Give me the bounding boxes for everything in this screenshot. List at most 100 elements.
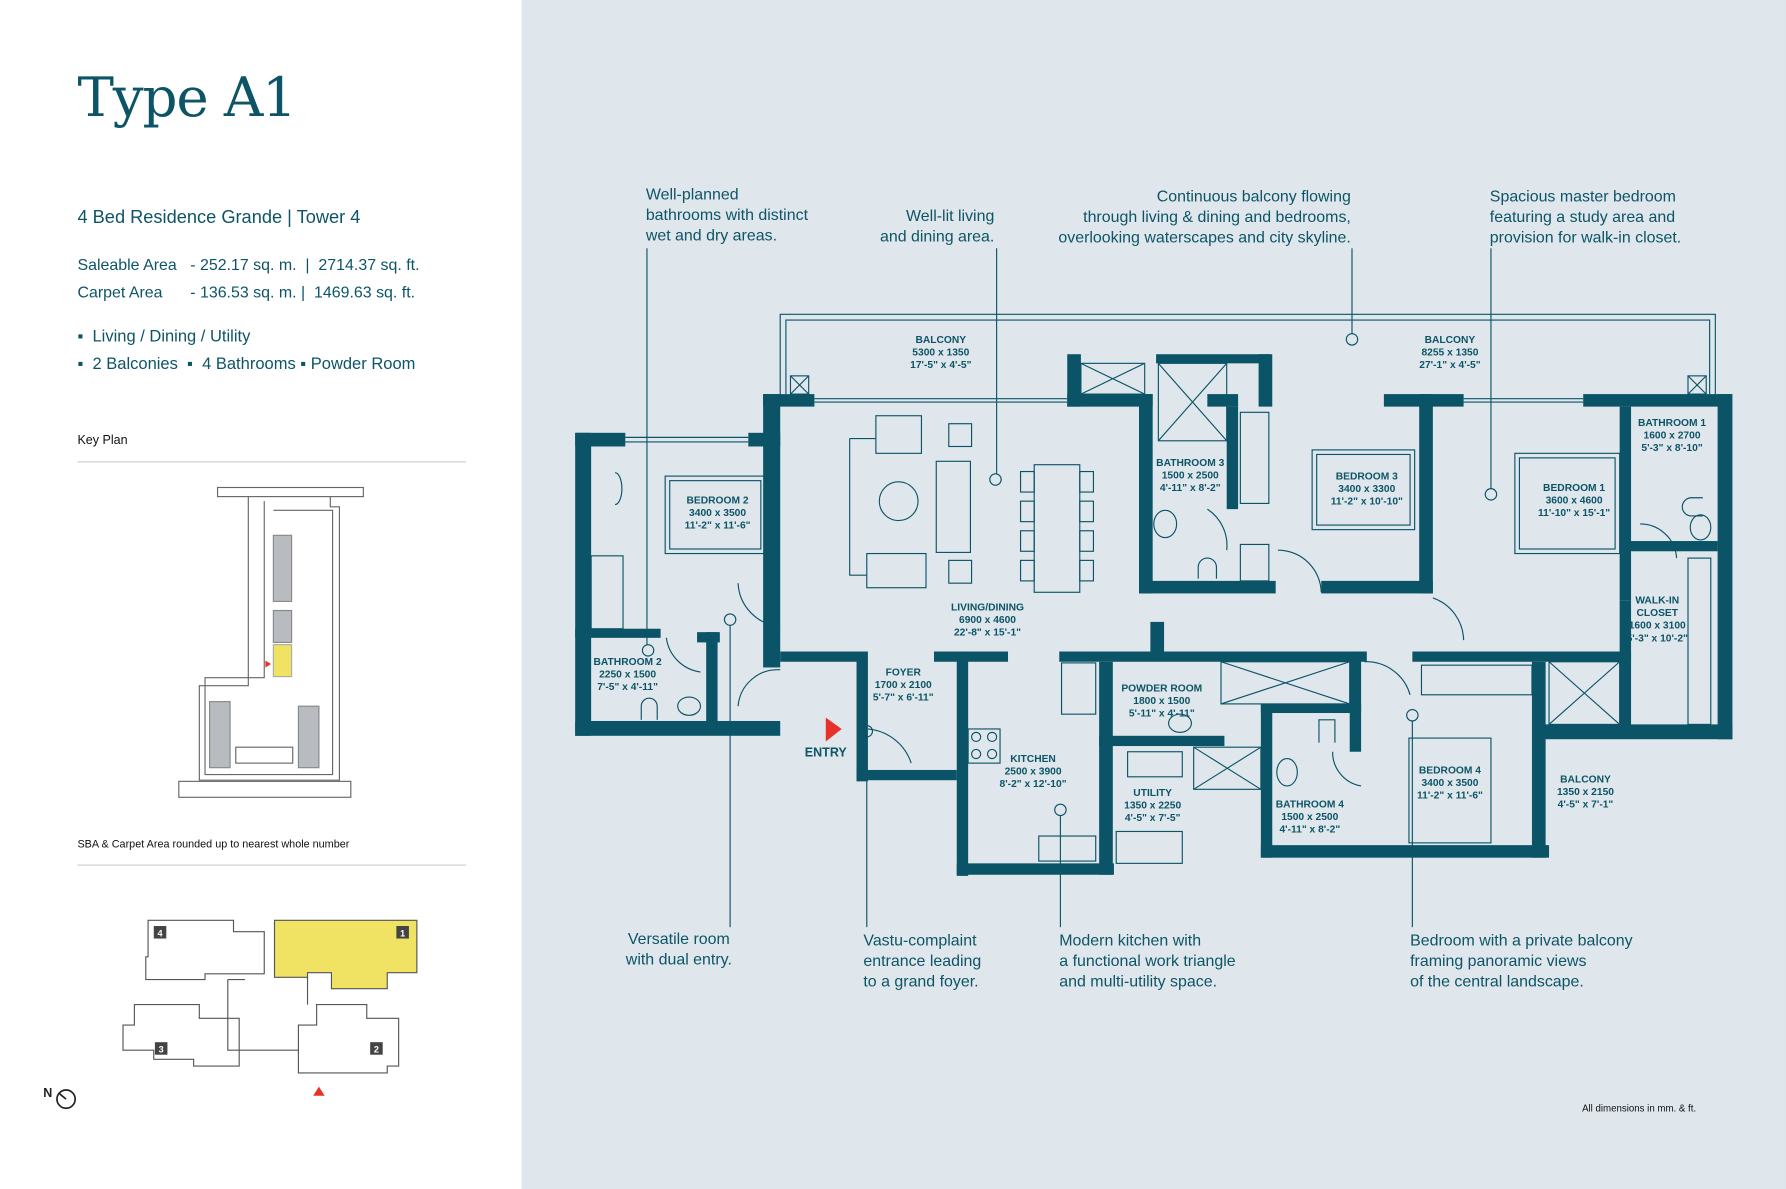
rounding-note: SBA & Carpet Area rounded up to nearest …	[77, 838, 350, 851]
dimensions-note: All dimensions in mm. & ft.	[1582, 1102, 1697, 1114]
room-name: BEDROOM 1	[1543, 483, 1605, 494]
room-mm: 3600 x 4600	[1546, 495, 1603, 506]
key-plan-drawings: 1 2 3 4 N	[43, 486, 418, 1110]
area-value: - 252.17 sq. m. | 2714.37 sq. ft.	[190, 255, 420, 274]
room-name: BEDROOM 2	[687, 495, 749, 506]
callout-leaders	[641, 248, 1498, 928]
divider	[77, 864, 466, 866]
room-ft: 8'-2" x 12'-10"	[1000, 779, 1067, 790]
callout-bathrooms: Well-planned bathrooms with distinct wet…	[645, 184, 809, 244]
unit-subtitle: 4 Bed Residence Grande | Tower 4	[77, 208, 361, 228]
room-mm: 2250 x 1500	[599, 670, 656, 681]
room-name: BATHROOM 3	[1156, 458, 1224, 469]
area-value: - 136.53 sq. m. | 1469.63 sq. ft.	[190, 282, 416, 301]
fixtures-and-furniture	[590, 362, 1712, 864]
room-mm: 3400 x 3300	[1338, 484, 1395, 495]
room-mm: 1600 x 2700	[1644, 431, 1701, 442]
room-ft: 11'-2" x 11'-6"	[1417, 790, 1483, 801]
room-mm: 1350 x 2150	[1557, 787, 1614, 798]
room-ft: 4'-5" x 7'-1"	[1558, 800, 1614, 811]
tower-plan: 1 2 3 4	[122, 919, 418, 1096]
room-name: BALCONY	[915, 335, 966, 346]
room-ft: 27'-1" x 4'-5"	[1419, 360, 1480, 371]
room-mm: 6900 x 4600	[959, 615, 1016, 626]
tower-number: 1	[400, 928, 405, 938]
room-ft: 5'-7" x 6'-11"	[873, 692, 934, 703]
room-mm: 2500 x 3900	[1005, 767, 1062, 778]
room-name: POWDER ROOM	[1121, 683, 1202, 694]
key-plan-location-marker	[265, 660, 272, 668]
room-ft: 5'-3" x 10'-2"	[1627, 633, 1688, 644]
room-name: UTILITY	[1133, 788, 1172, 799]
room-name: BALCONY	[1425, 335, 1476, 346]
room-name: BATHROOM 4	[1276, 800, 1344, 811]
tower-1	[273, 919, 418, 990]
room-name: FOYER	[886, 667, 922, 678]
floor-plan-panel	[521, 0, 1786, 1189]
room-name: BEDROOM 4	[1419, 765, 1481, 776]
room-mm: 1700 x 2100	[875, 680, 932, 691]
room-ft: 4'-11" x 8'-2"	[1160, 483, 1221, 494]
callout-kitchen: Modern kitchen with a functional work tr…	[1059, 930, 1236, 990]
room-name: BATHROOM 2	[594, 657, 662, 668]
room-ft: 22'-8" x 15'-1"	[954, 628, 1021, 639]
area-label: Saleable Area	[77, 255, 177, 274]
room-ft: 5'-11" x 4'-11"	[1129, 708, 1195, 719]
tower-number: 3	[159, 1044, 164, 1054]
north-compass-icon: N	[43, 1086, 77, 1110]
page-title: Type A1	[77, 66, 297, 130]
room-name: BALCONY	[1560, 774, 1611, 785]
room-ft: 4'-5" x 7'-5"	[1125, 813, 1181, 824]
room-ft: 4'-11" x 8'-2"	[1279, 825, 1340, 836]
entry-label: ENTRY	[805, 745, 848, 759]
entry-arrow-icon	[825, 717, 842, 742]
tower-2	[297, 1004, 400, 1074]
room-name: KITCHEN	[1010, 754, 1056, 765]
room-ft: 11'-10" x 15'-1"	[1538, 508, 1610, 519]
north-label: N	[43, 1086, 52, 1100]
tower-3	[122, 1004, 240, 1067]
room-mm: 1500 x 2500	[1162, 470, 1219, 481]
room-ft: 5'-3" x 8'-10"	[1641, 443, 1702, 454]
callout-balcony: Continuous balcony flowing through livin…	[1058, 186, 1351, 247]
area-label: Carpet Area	[77, 282, 163, 301]
room-ft: 11'-2" x 10'-10"	[1331, 497, 1403, 508]
callout-versatile-room: Versatile room with dual entry.	[625, 929, 732, 969]
saleable-area: Saleable Area - 252.17 sq. m. | 2714.37 s…	[77, 255, 419, 274]
room-name: CLOSET	[1636, 608, 1678, 619]
room-mm: 1800 x 1500	[1133, 696, 1190, 707]
unit-location-marker	[313, 1086, 325, 1096]
walls	[575, 354, 1733, 876]
room-mm: 8255 x 1350	[1421, 347, 1478, 358]
room-label: BALCONY 1350 x 2150 4'-5" x 7'-1"	[1557, 774, 1614, 810]
tower-number: 2	[374, 1044, 379, 1054]
room-ft: 7'-5" x 4'-11"	[597, 682, 658, 693]
divider	[77, 461, 466, 463]
room-name: BEDROOM 3	[1336, 472, 1398, 483]
info-panel: Type A1 4 Bed Residence Grande | Tower 4…	[0, 0, 522, 1189]
callout-living: Well-lit living and dining area.	[879, 206, 995, 245]
tower-4	[145, 919, 265, 981]
room-name: LIVING/DINING	[951, 603, 1024, 614]
room-mm: 3400 x 3500	[1421, 778, 1478, 789]
highlighted-unit	[272, 644, 293, 678]
room-mm: 1500 x 2500	[1281, 812, 1338, 823]
room-mm: 5300 x 1350	[912, 347, 969, 358]
site-key-plan	[178, 486, 364, 798]
